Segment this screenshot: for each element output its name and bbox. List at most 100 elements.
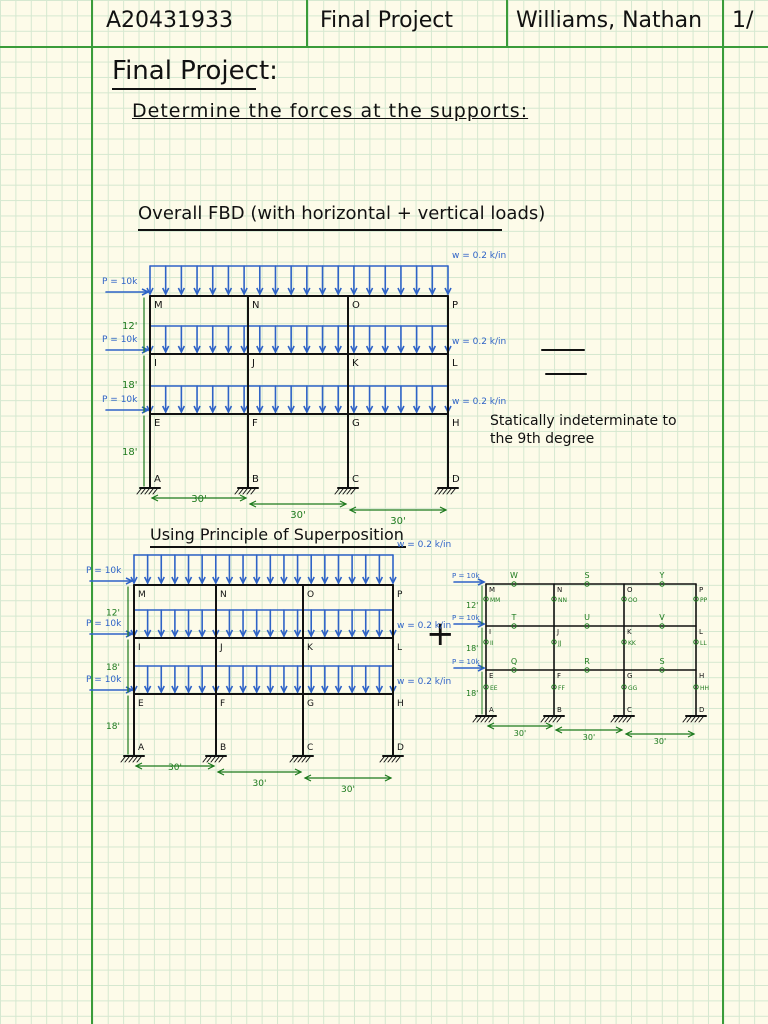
fbd-load-arrow-head <box>412 345 421 354</box>
sp-left-joint-label: H <box>397 699 404 709</box>
author-name: Williams, Nathan <box>516 8 703 33</box>
sp-right-support-hatch <box>626 716 632 723</box>
left-margin-line <box>91 0 93 1024</box>
sp-left-support-hatch <box>387 756 393 763</box>
sp-left-load-arrow-head <box>171 629 179 638</box>
sp-right-hinge-label: W <box>510 571 518 580</box>
fbd-support-hatch <box>446 488 452 495</box>
sp-right-p-arrow-head <box>477 664 486 672</box>
sp-left-load-arrow-head <box>252 576 261 585</box>
sp-right-height-label: 18' <box>466 689 478 698</box>
fbd-p-label: P = 10k <box>102 277 138 287</box>
fbd-load-arrow-head <box>334 345 342 354</box>
sp-right-height-label: 12' <box>466 601 478 610</box>
sp-left-joint-label: G <box>307 699 314 709</box>
sp-right-column-hinge-label: NN <box>558 597 567 604</box>
sp-left-support-hatch <box>136 756 142 763</box>
fbd-joint-label: G <box>352 418 360 429</box>
sp-right-bay-dim-head-l <box>554 726 563 734</box>
sp-left-load-arrow-head <box>225 629 234 638</box>
fbd-bay-dim-head-l <box>348 506 357 514</box>
sp-right-support-hatch <box>622 716 628 723</box>
sp-left-load-arrow-head <box>321 629 329 638</box>
sp-right-column-hinge <box>621 684 627 690</box>
sp-left-w-label: w = 0.2 k/in <box>397 621 451 631</box>
fbd-load-arrow-head <box>287 287 295 296</box>
sp-left-load-arrow-head <box>321 576 329 585</box>
sp-left-support-hatch <box>124 756 130 763</box>
sp-right-support-hatch <box>472 716 478 723</box>
fbd-support-hatch <box>342 488 348 495</box>
fbd-load-arrow-head <box>287 405 295 414</box>
fbd-load-arrow-head <box>365 287 374 296</box>
sp-left-load-arrow-head <box>130 576 138 585</box>
sp-right-joint-label: A <box>489 706 494 714</box>
fbd-load-arrow-head <box>350 405 358 414</box>
fbd-bay-label: 30' <box>390 516 405 527</box>
fbd-load-arrow-head <box>256 345 264 354</box>
sp-right-column-hinge-label: JJ <box>557 640 562 647</box>
sp-left-load-arrow-head <box>157 576 165 585</box>
sp-left-support-hatch <box>301 756 307 763</box>
fbd-support-hatch <box>246 488 252 495</box>
sp-left-load-arrow-head <box>212 576 220 585</box>
sp-right-column-hinge-label: KK <box>628 640 637 647</box>
sp-left-joint-label: I <box>138 643 141 653</box>
fbd-load-arrow-head <box>318 287 327 296</box>
sp-right-p-label: P = 10k <box>452 658 480 666</box>
sp-left-support-hatch <box>391 756 397 763</box>
fbd-load-arrow-head <box>318 405 327 414</box>
sp-right-bay-label: 30' <box>583 733 595 742</box>
sp-right-bay-label: 30' <box>514 729 526 738</box>
fbd-support-hatch <box>338 488 344 495</box>
right-margin-line <box>722 0 724 1024</box>
sp-right-hinge-label: Q <box>511 657 517 666</box>
sp-left-support-hatch <box>128 756 134 763</box>
sp-left-support-hatch <box>383 756 389 763</box>
sp-left-load-arrow-head <box>307 685 315 694</box>
sp-left-load-arrow-head <box>280 629 288 638</box>
fbd-bay-dim-head-r <box>439 506 448 514</box>
sp-left-support-hatch <box>202 756 208 763</box>
fbd-load-arrow-head <box>334 287 342 296</box>
fbd-load-arrow-head <box>412 287 421 296</box>
fbd-load-arrow-head <box>224 287 233 296</box>
fbd-joint-label: D <box>452 474 460 485</box>
sp-right-bay-dim-head-l <box>486 722 495 730</box>
sp-left-load-arrow-head <box>307 576 315 585</box>
fbd-load-arrow-head <box>240 345 248 354</box>
student-id: A20431933 <box>106 8 234 33</box>
sp-right-beam-hinge <box>511 667 517 673</box>
sp-left-joint-label: E <box>138 699 144 709</box>
fbd-load-arrow-head <box>177 345 186 354</box>
sp-right-bay-dim-head-r <box>687 730 696 738</box>
sp-right-joint-label: H <box>699 672 704 680</box>
sp-left-support-hatch <box>289 756 295 763</box>
sp-left-load-arrow-head <box>280 685 288 694</box>
fbd-load-arrow-head <box>146 287 154 296</box>
sp-left-bay-dim-head-l <box>216 768 225 776</box>
fbd-joint-label: C <box>352 474 359 485</box>
sp-right-beam-hinge <box>659 581 665 587</box>
fbd-load-arrow-head <box>224 345 233 354</box>
fbd-load-arrow-head <box>318 345 327 354</box>
sp-left-bay-dim-head-l <box>134 762 143 770</box>
sp-right-column-hinge-label: II <box>490 640 494 647</box>
sp-left-load-arrow-head <box>239 685 247 694</box>
sp-left-load-arrow-head <box>143 685 152 694</box>
fbd-joint-label: N <box>252 300 259 311</box>
sp-right-support-hatch <box>690 716 696 723</box>
sp-left-load-arrow-head <box>293 576 302 585</box>
sp-left-joint-label: A <box>138 743 145 753</box>
sp-left-joint-label: M <box>138 590 146 600</box>
fbd-joint-label: A <box>154 474 161 485</box>
sp-left-support-hatch <box>214 756 220 763</box>
fbd-support-hatch <box>140 488 146 495</box>
fbd-joint-label: H <box>452 418 460 429</box>
sp-right-bay-dim-head-l <box>624 730 633 738</box>
fbd-load-arrow-head <box>193 287 201 296</box>
fbd-height-label: 18' <box>122 380 137 391</box>
fbd-load-arrow-head <box>428 345 437 354</box>
fbd-w-label: w = 0.2 k/in <box>452 337 506 347</box>
sp-left-load-arrow-head <box>334 685 343 694</box>
